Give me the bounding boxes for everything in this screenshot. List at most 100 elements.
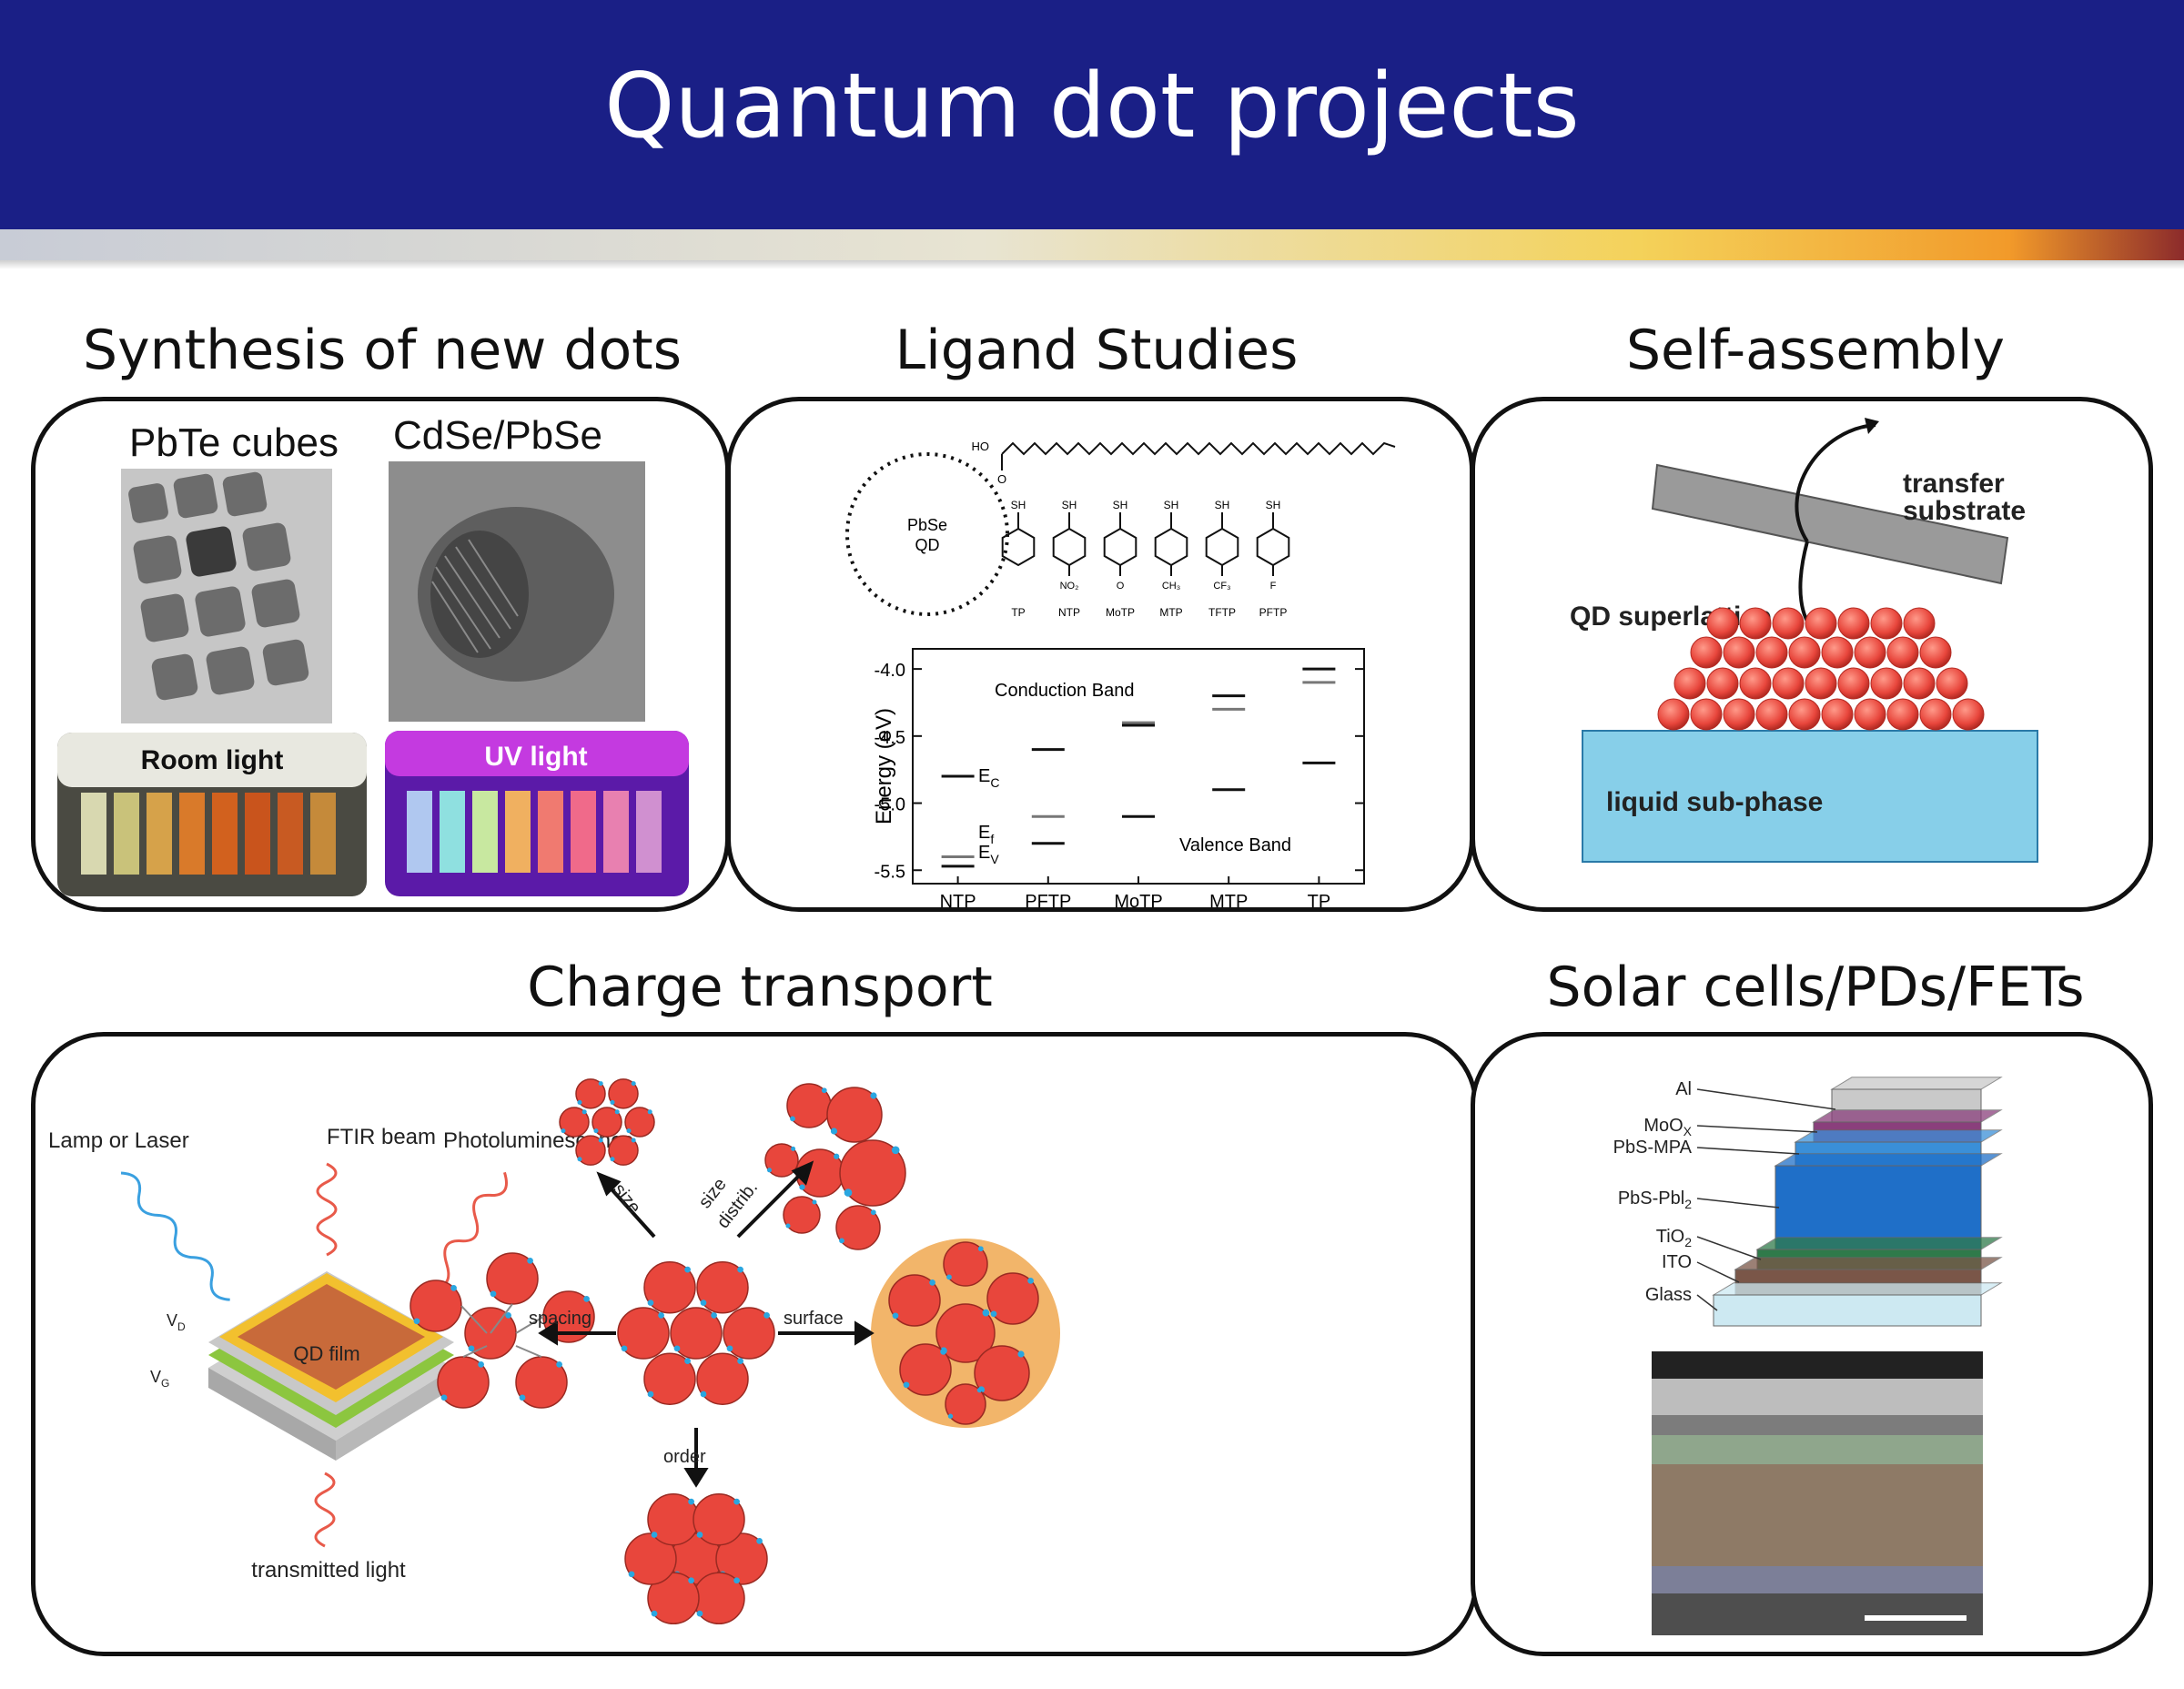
x-tick-label: MoTP bbox=[1114, 892, 1162, 907]
y-tick-label: -5.5 bbox=[875, 862, 905, 882]
qd-particle bbox=[693, 1492, 745, 1546]
vg-label: VG bbox=[150, 1368, 169, 1390]
qd-particle bbox=[1755, 636, 1788, 669]
sem-cross-section bbox=[1652, 1351, 1983, 1635]
thiol-ligands: SHTPSHNO₂NTPSHOMoTPSHCH₃MTPSHCF₃TFTPSHFP… bbox=[1001, 499, 1290, 619]
qd-particle bbox=[1690, 636, 1723, 669]
qd-particle bbox=[839, 1139, 906, 1207]
qd-particle bbox=[986, 1272, 1039, 1325]
qd-particle bbox=[1903, 667, 1936, 700]
solar-heading: Solar cells/PDs/FETs bbox=[1546, 956, 2085, 1019]
layer-label: PbS-MPA bbox=[1613, 1138, 1693, 1158]
qd-particle bbox=[826, 1087, 883, 1143]
qd-particle bbox=[1919, 698, 1952, 731]
ligand-label-mtp: MTP bbox=[1159, 606, 1182, 619]
x-tick-label: MTP bbox=[1209, 892, 1248, 907]
charge-transport-panel: Lamp or Laser FTIR beam Photoluminescenc… bbox=[31, 1032, 1478, 1656]
ligand-heading: Ligand Studies bbox=[895, 319, 1299, 382]
qd-particle bbox=[1805, 667, 1837, 700]
svg-text:SH: SH bbox=[1113, 499, 1128, 511]
qd-particle bbox=[670, 1307, 723, 1360]
qd-particle bbox=[1952, 698, 1985, 731]
arrow-spacing-label: spacing bbox=[529, 1309, 592, 1329]
qd-particle bbox=[1886, 698, 1919, 731]
y-tick-label: -4.0 bbox=[875, 661, 905, 681]
conduction-band-label: Conduction Band bbox=[995, 681, 1134, 701]
x-tick-label: NTP bbox=[940, 892, 976, 907]
ligand-label-ntp: NTP bbox=[1058, 606, 1080, 619]
layer-label: Glass bbox=[1645, 1285, 1692, 1305]
svg-text:SH: SH bbox=[1266, 499, 1281, 511]
qd-particle bbox=[696, 1352, 749, 1405]
qd-particle bbox=[1821, 636, 1854, 669]
qd-particle bbox=[1739, 667, 1772, 700]
qd-particle bbox=[1919, 636, 1952, 669]
transfer-arrow bbox=[1795, 423, 1876, 543]
banner-stripe bbox=[0, 229, 2184, 260]
room-light-photo: Room light bbox=[57, 733, 367, 896]
qd-parameter-diagram bbox=[410, 1078, 1060, 1625]
parameter-arrows bbox=[538, 1160, 875, 1488]
pbse-qd-circle: PbSe QD bbox=[845, 452, 1009, 616]
banner-shadow bbox=[0, 260, 2184, 269]
svg-text:HO: HO bbox=[972, 440, 990, 453]
device-stack bbox=[1712, 1077, 2003, 1327]
transfer-substrate bbox=[1651, 463, 2009, 585]
qd-particle bbox=[1936, 667, 1968, 700]
qd-particle bbox=[647, 1572, 700, 1625]
liquid-subphase bbox=[1582, 730, 2038, 863]
cdse-pbse-tem-image bbox=[389, 461, 645, 722]
svg-text:CF₃: CF₃ bbox=[1213, 581, 1230, 592]
qd-particle bbox=[1690, 698, 1723, 731]
x-tick-label: TP bbox=[1308, 892, 1331, 907]
qd-particle bbox=[575, 1135, 606, 1166]
qd-particle bbox=[575, 1078, 606, 1109]
qd-particle bbox=[1673, 667, 1706, 700]
svg-text:O: O bbox=[997, 472, 1006, 486]
qd-particle bbox=[1772, 607, 1805, 640]
qd-particle bbox=[1723, 636, 1755, 669]
chart-ylabel: Energy (eV) bbox=[872, 708, 896, 824]
qd-particle bbox=[1854, 636, 1886, 669]
layer-label: Al bbox=[1675, 1079, 1692, 1099]
qd-particle bbox=[1657, 698, 1690, 731]
synthesis-panel: PbTe cubes CdSe/PbSe bbox=[31, 397, 730, 912]
lamp-wave bbox=[120, 1171, 230, 1301]
vd-label: VD bbox=[167, 1311, 186, 1333]
title-banner bbox=[0, 0, 2184, 229]
synthesis-heading: Synthesis of new dots bbox=[83, 319, 682, 382]
qd-particle bbox=[1821, 698, 1854, 731]
ec-label: EC bbox=[978, 766, 999, 790]
scale-bar bbox=[1865, 1615, 1967, 1621]
svg-text:SH: SH bbox=[1062, 499, 1077, 511]
qd-particle bbox=[1706, 607, 1739, 640]
qd-particle bbox=[1870, 607, 1903, 640]
arrow-order-label: order bbox=[663, 1447, 706, 1467]
oleate-molecule bbox=[1001, 441, 1396, 470]
uv-light-photo: UV light bbox=[385, 731, 689, 896]
svg-text:QD: QD bbox=[915, 536, 940, 554]
qd-particle bbox=[1723, 698, 1755, 731]
qd-particle bbox=[643, 1352, 696, 1405]
layer-glass bbox=[1713, 1294, 1982, 1327]
qd-particle bbox=[723, 1307, 775, 1360]
qd-particle bbox=[1903, 607, 1936, 640]
layer-label: PbS-Pbl2 bbox=[1618, 1188, 1692, 1211]
qd-particle bbox=[643, 1261, 696, 1314]
qd-particle bbox=[1886, 636, 1919, 669]
qd-particle bbox=[624, 1107, 655, 1138]
qd-particle bbox=[974, 1345, 1030, 1401]
cdse-label: CdSe/PbSe bbox=[393, 413, 602, 458]
svg-text:SH: SH bbox=[1215, 499, 1230, 511]
qd-particle bbox=[1772, 667, 1805, 700]
qd-particle bbox=[1837, 607, 1870, 640]
ef-label: Ef bbox=[978, 823, 994, 846]
qd-particle bbox=[608, 1135, 639, 1166]
